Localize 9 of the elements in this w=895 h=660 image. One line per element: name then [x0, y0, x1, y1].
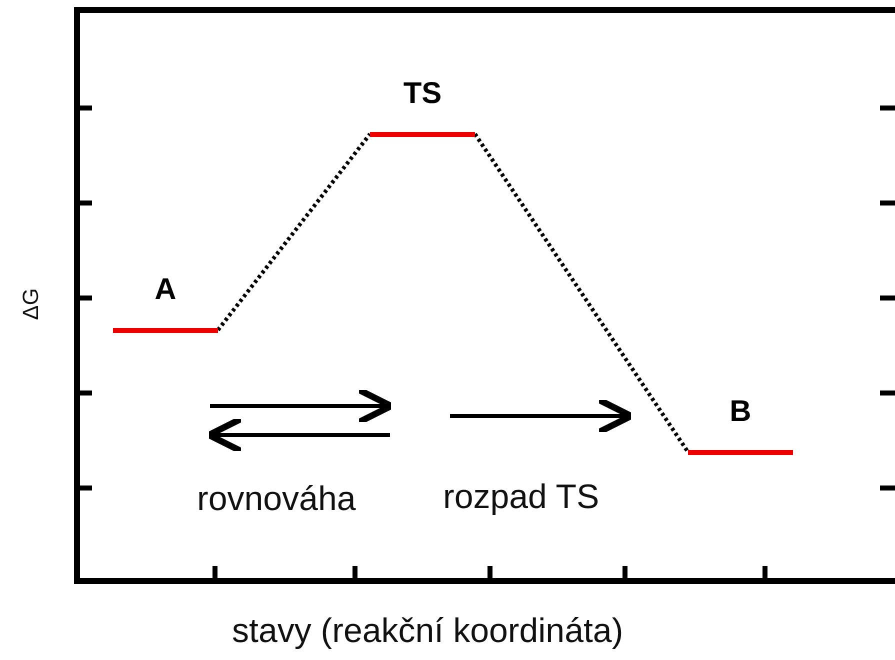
state-label: B	[728, 395, 752, 429]
process-label: rovnováha	[197, 480, 356, 519]
process-label: rozpad TS	[443, 478, 600, 517]
dotted-connector	[216, 132, 372, 332]
axis-label: ΔG	[18, 288, 44, 320]
state-label: A	[154, 273, 178, 307]
state-label: TS	[402, 77, 443, 111]
dotted-connector	[473, 132, 690, 454]
axis-label: stavy (reakční koordináta)	[232, 612, 624, 651]
